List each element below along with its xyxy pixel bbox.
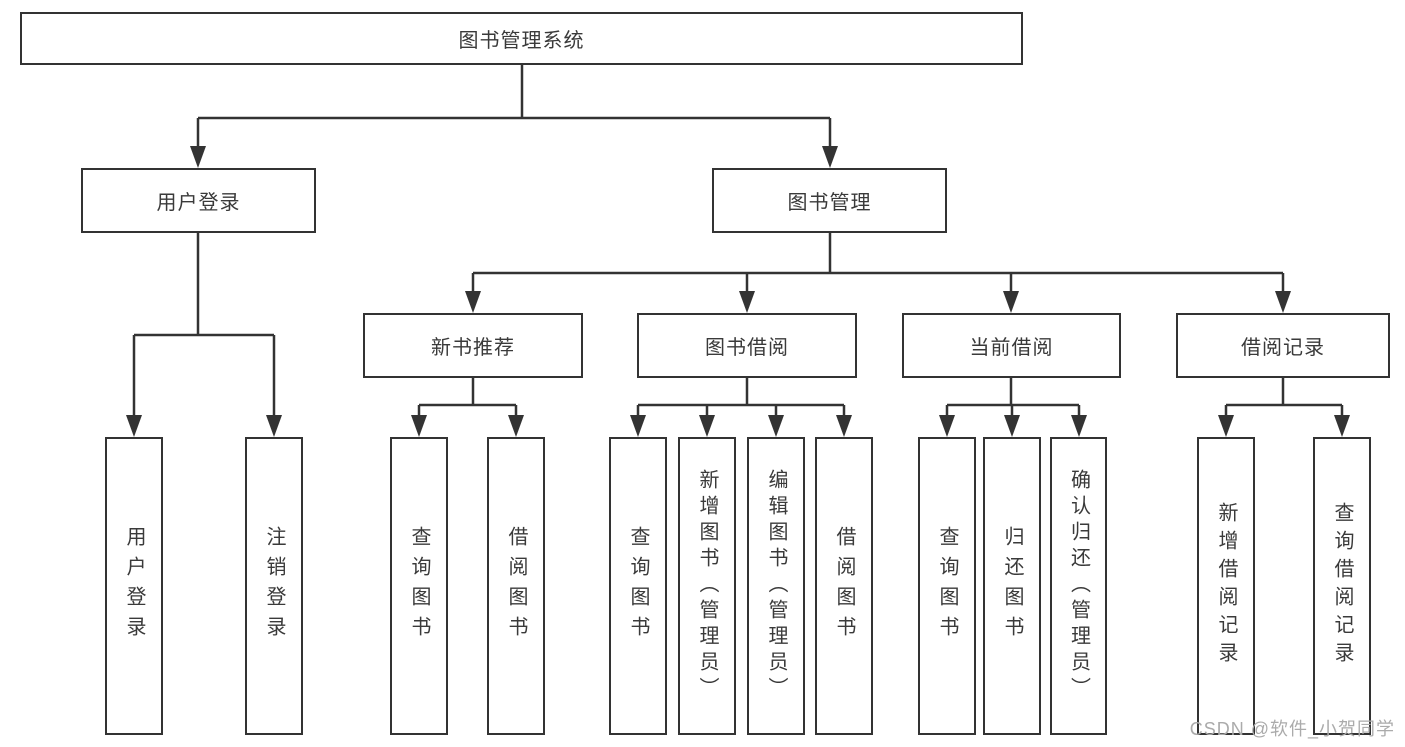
node-label: 图书借阅 <box>705 337 789 359</box>
leaf-newbook-query-books: 查询图书 <box>390 437 448 735</box>
node-label: 图书管理 <box>787 192 872 214</box>
leaf-user-login: 用户登录 <box>105 437 163 735</box>
node-label: 归还图书 <box>1001 526 1023 646</box>
node-label: 当前借阅 <box>969 337 1054 359</box>
node-label: 用户登录 <box>123 526 145 646</box>
node-label: 借阅记录 <box>1241 337 1325 359</box>
node-current-borrowing: 当前借阅 <box>902 313 1121 378</box>
node-borrowing-records: 借阅记录 <box>1176 313 1390 378</box>
node-book-borrowing: 图书借阅 <box>637 313 857 378</box>
leaf-newbook-borrow-books: 借阅图书 <box>487 437 545 735</box>
node-label: 新书推荐 <box>431 337 515 359</box>
node-new-book-recommend: 新书推荐 <box>363 313 583 378</box>
leaf-current-return-books: 归还图书 <box>983 437 1041 735</box>
node-label: 确认归还（管理员） <box>1067 469 1090 703</box>
node-label: 查询图书 <box>936 526 958 646</box>
leaf-records-query-record: 查询借阅记录 <box>1313 437 1371 735</box>
node-label: 注销登录 <box>263 526 285 646</box>
leaf-records-add-record: 新增借阅记录 <box>1197 437 1255 735</box>
node-label: 用户登录 <box>156 192 241 214</box>
leaf-borrowing-add-books-admin: 新增图书（管理员） <box>678 437 736 735</box>
node-label: 查询借阅记录 <box>1331 502 1353 670</box>
node-label: 借阅图书 <box>833 526 855 646</box>
node-user-login: 用户登录 <box>81 168 316 233</box>
node-label: 查询图书 <box>627 526 649 646</box>
node-book-management: 图书管理 <box>712 168 947 233</box>
leaf-borrowing-edit-books-admin: 编辑图书（管理员） <box>747 437 805 735</box>
node-label: 查询图书 <box>408 526 430 646</box>
leaf-borrowing-borrow-books: 借阅图书 <box>815 437 873 735</box>
node-library-management-system: 图书管理系统 <box>20 12 1023 65</box>
node-label: 借阅图书 <box>505 526 527 646</box>
leaf-logout: 注销登录 <box>245 437 303 735</box>
csdn-watermark: CSDN @软件_小贺同学 <box>1189 719 1395 739</box>
leaf-borrowing-query-books: 查询图书 <box>609 437 667 735</box>
node-label: 新增图书（管理员） <box>696 469 718 703</box>
leaf-current-confirm-return-admin: 确认归还（管理员） <box>1050 437 1107 735</box>
node-label: 图书管理系统 <box>458 30 585 52</box>
node-label: 新增借阅记录 <box>1215 502 1237 670</box>
node-label: 编辑图书（管理员） <box>765 469 787 703</box>
leaf-current-query-books: 查询图书 <box>918 437 976 735</box>
